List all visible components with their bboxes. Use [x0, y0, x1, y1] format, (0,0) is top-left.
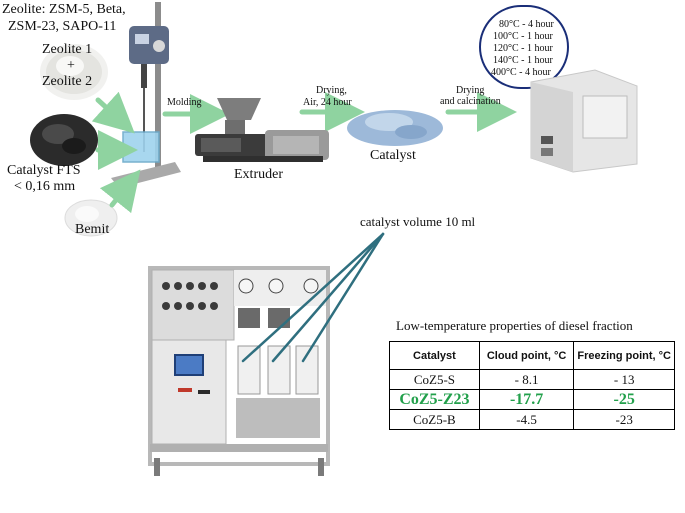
- header-freezing-point: Freezing point, °C: [573, 341, 675, 370]
- drying-calcination-label-1: Drying: [456, 85, 485, 96]
- zeolite-2-label: Zeolite 2: [42, 74, 93, 89]
- process-arrows: [91, 91, 517, 214]
- calcination-step-5: 400°C - 4 hour: [491, 67, 551, 78]
- cell-cloud-point: - 8.1: [478, 369, 575, 390]
- calcination-step-3: 120°C - 1 hour: [493, 43, 553, 54]
- table-row: CoZ5-S - 8.1 - 13: [389, 369, 675, 390]
- extruder-image: [195, 98, 329, 162]
- cell-cloud-point: -17.7: [478, 389, 575, 410]
- zeolite-powder-image: [40, 44, 108, 100]
- calcination-step-2: 100°C - 1 hour: [493, 31, 553, 42]
- pointer-reactor-2: [271, 232, 385, 363]
- catalyst-pellets-image: [347, 110, 443, 146]
- header-catalyst: Catalyst: [389, 341, 480, 370]
- table-title: Low-temperature properties of diesel fra…: [396, 318, 633, 333]
- molding-label: Molding: [167, 97, 202, 108]
- zeolite-types-line2: ZSM-23, SAPO-11: [8, 19, 117, 34]
- arrow-bemit-to-mixer: [99, 169, 141, 214]
- catalyst-volume-label: catalyst volume 10 ml: [360, 214, 476, 229]
- plus-label: +: [67, 58, 75, 73]
- table-row-highlighted: CoZ5-Z23 -17.7 -25: [389, 389, 675, 410]
- extruder-label: Extruder: [234, 167, 283, 182]
- drying-air-label-1: Drying,: [316, 85, 347, 96]
- cell-catalyst: CoZ5-B: [389, 409, 480, 430]
- cell-freezing-point: -25: [573, 389, 675, 410]
- arrow-zeolite-to-mixer: [91, 91, 135, 134]
- header-cloud-point: Cloud point, °C: [478, 341, 575, 370]
- pointer-reactor-3: [301, 232, 385, 363]
- muffle-furnace-image: [530, 69, 638, 173]
- cell-cloud-point: -4.5: [478, 409, 575, 430]
- zeolite-1-label: Zeolite 1: [42, 42, 93, 57]
- catalyst-fts-granules-image: [30, 114, 98, 166]
- pointer-reactor-1: [241, 232, 385, 363]
- table-row: CoZ5-B -4.5 -23: [389, 409, 675, 430]
- diesel-properties-table: Catalyst Cloud point, °C Freezing point,…: [389, 341, 675, 430]
- cell-freezing-point: -23: [573, 409, 675, 430]
- table-header-row: Catalyst Cloud point, °C Freezing point,…: [389, 341, 675, 370]
- drying-air-label-2: Air, 24 hour: [303, 97, 352, 108]
- drying-calcination-label-2: and calcination: [440, 96, 501, 107]
- cell-freezing-point: - 13: [573, 369, 675, 390]
- calcination-step-1: 80°C - 4 hour: [499, 19, 554, 30]
- zeolite-types-line1: Zeolite: ZSM-5, Beta,: [2, 2, 126, 17]
- calcination-step-4: 140°C - 1 hour: [493, 55, 553, 66]
- cell-catalyst: CoZ5-Z23: [389, 389, 480, 410]
- cell-catalyst: CoZ5-S: [389, 369, 480, 390]
- bemit-label: Bemit: [75, 222, 110, 237]
- calcination-program-oval: [479, 5, 569, 89]
- catalyst-label: Catalyst: [370, 148, 416, 163]
- pilot-reactor-unit-image: [148, 266, 330, 476]
- catalyst-fts-label: Catalyst FTS: [7, 163, 81, 178]
- catalyst-fts-size-label: < 0,16 mm: [14, 179, 76, 194]
